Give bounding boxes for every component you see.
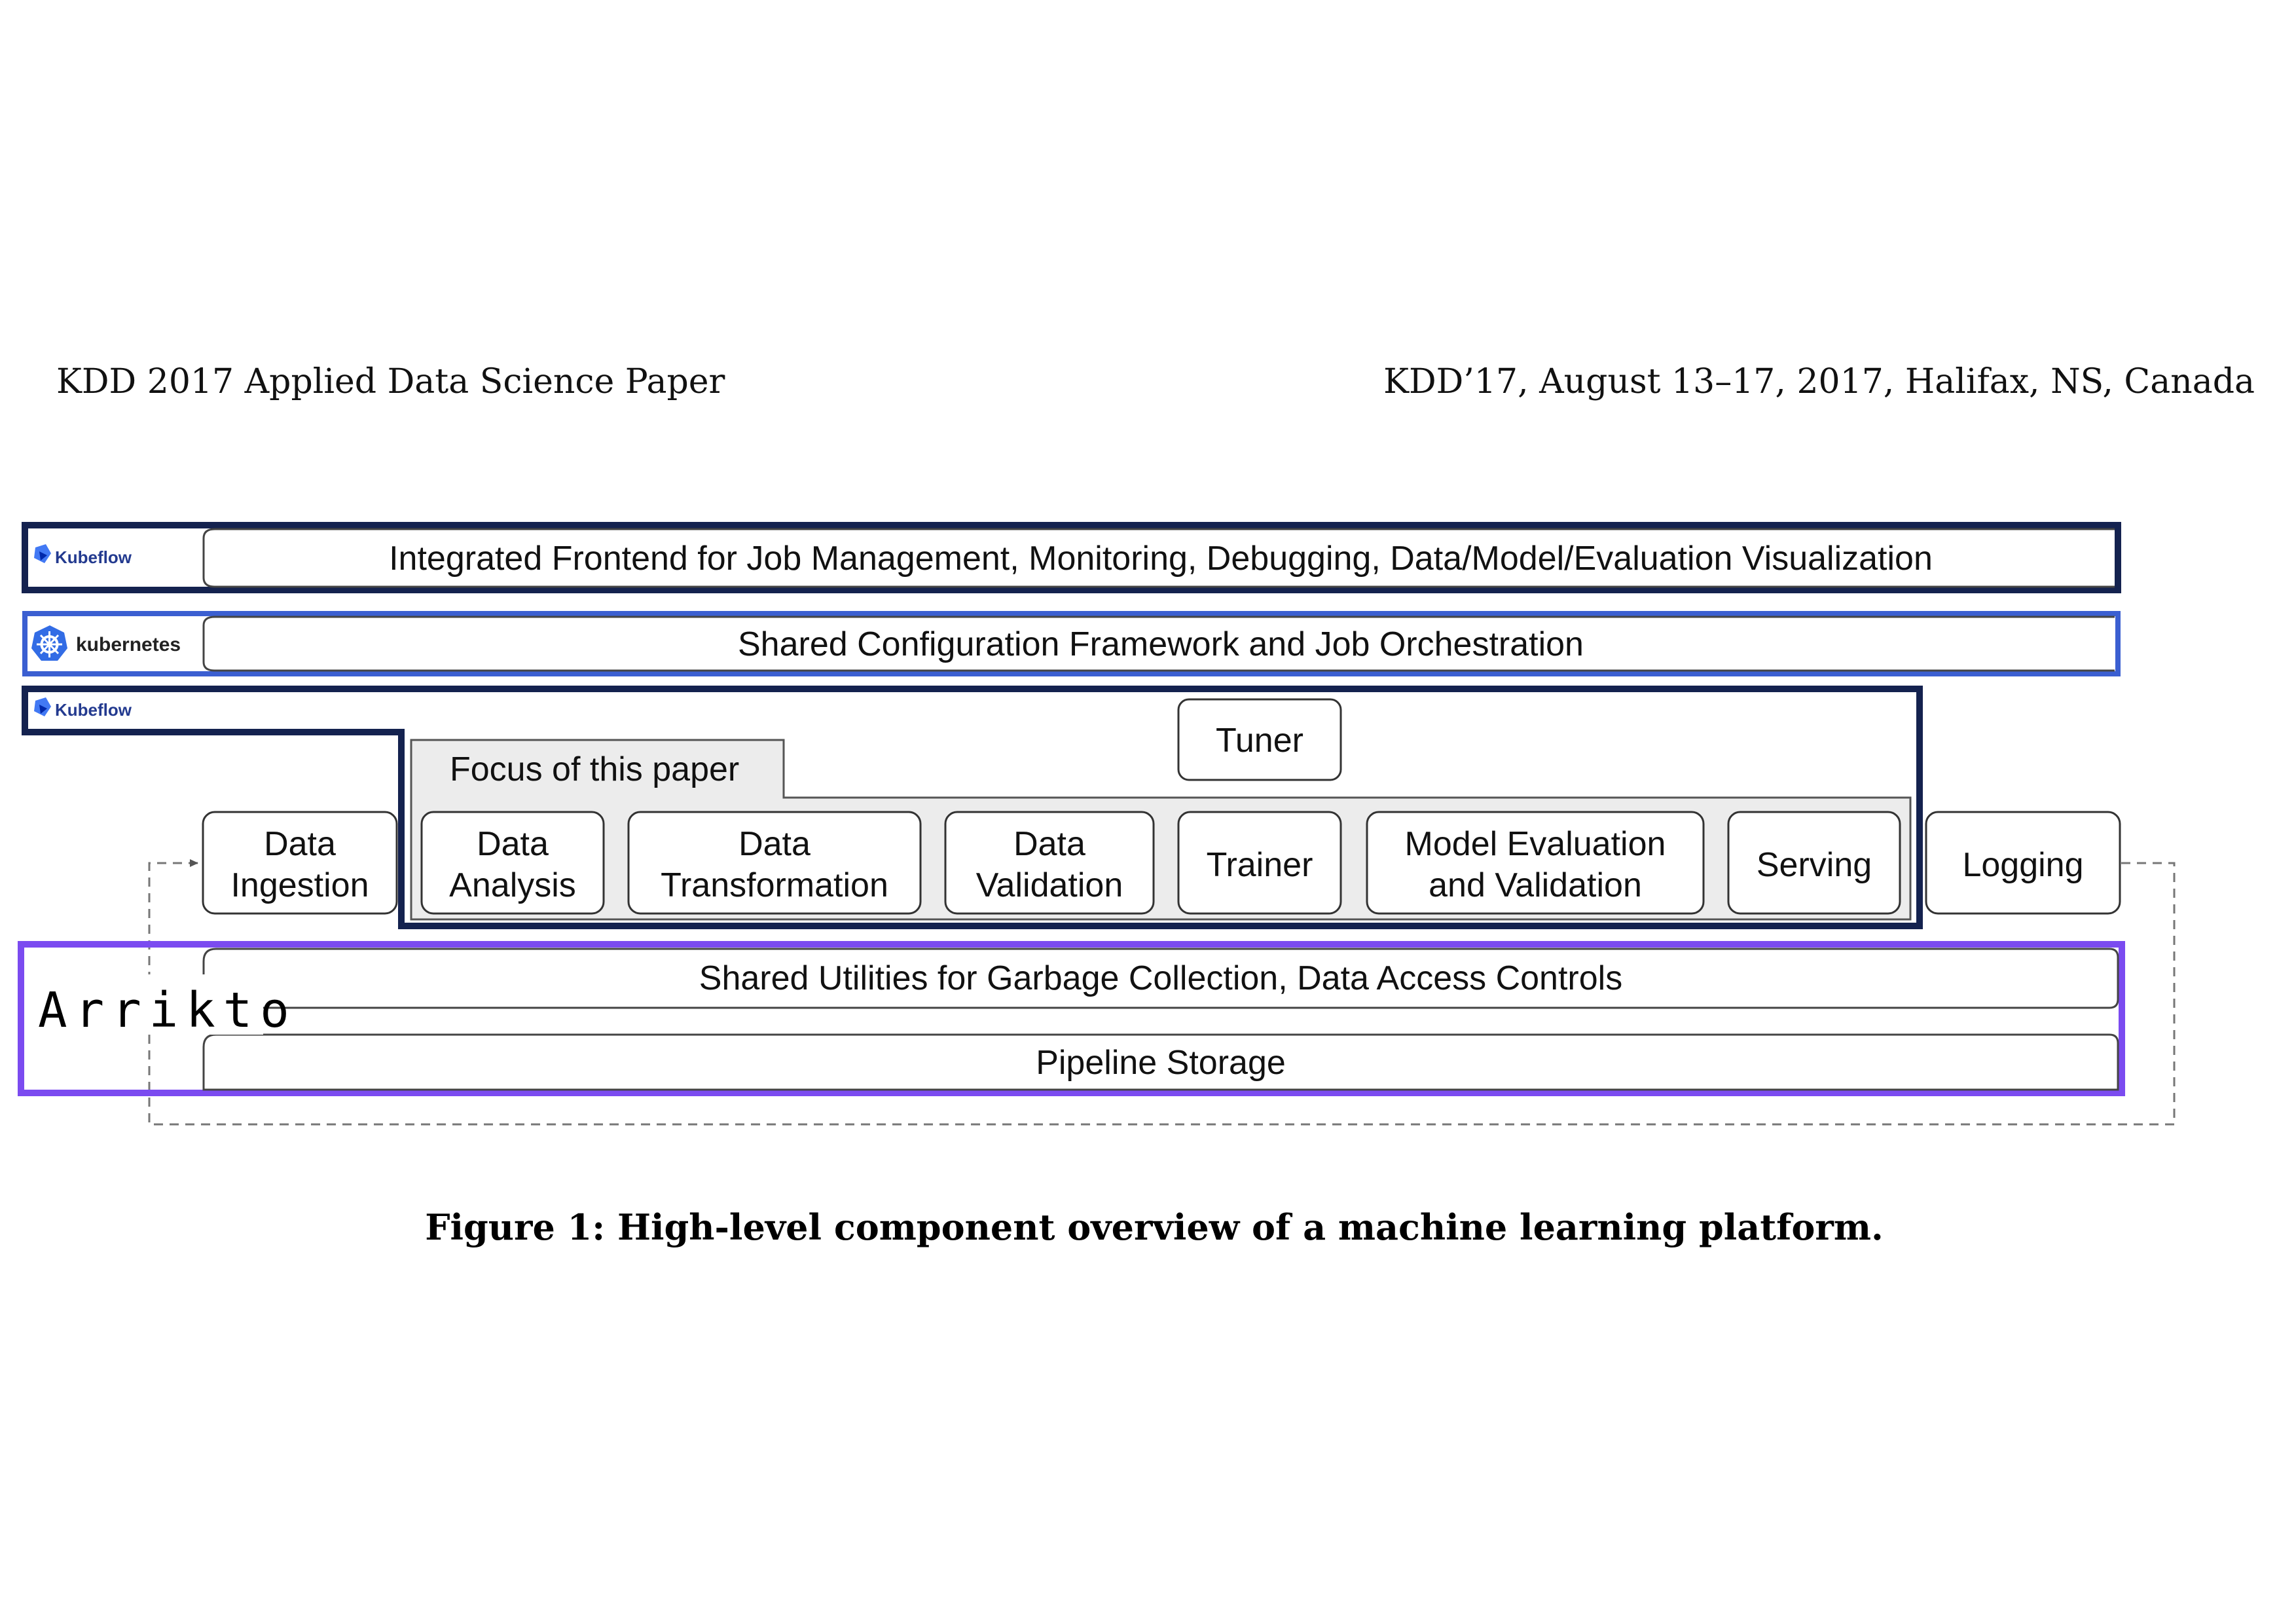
data-validation-label-line2: Validation <box>976 866 1123 904</box>
focus-label: Focus of this paper <box>450 750 739 788</box>
orchestration-layer-label: Shared Configuration Framework and Job O… <box>738 625 1584 663</box>
frontend-layer-label: Integrated Frontend for Job Management, … <box>389 540 1933 578</box>
pipeline-storage-label: Pipeline Storage <box>1036 1044 1286 1082</box>
model-evaluation-label-line2: and Validation <box>1429 866 1642 904</box>
serving-label: Serving <box>1757 846 1872 884</box>
data-validation-label-line1: Data <box>1013 825 1085 863</box>
orchestration-layer: kubernetes Shared Configuration Framewor… <box>22 611 2121 676</box>
kubernetes-label: kubernetes <box>76 634 181 655</box>
data-ingestion-label-line1: Data <box>264 825 336 863</box>
kubeflow-icon <box>34 697 51 716</box>
kubeflow-label: Kubeflow <box>55 700 132 720</box>
logging-box: Logging <box>1925 811 2121 915</box>
data-ingestion-label-line2: Ingestion <box>230 866 369 904</box>
tuner-label: Tuner <box>1216 722 1303 760</box>
feedback-loop-arrow <box>148 859 2176 1126</box>
data-validation-box: Data Validation <box>944 811 1155 915</box>
running-header-right: KDD’17, August 13–17, 2017, Halifax, NS,… <box>1383 362 2255 401</box>
arrikto-layer: Shared Utilities for Garbage Collection,… <box>18 941 2125 1096</box>
arrikto-logo-background <box>33 974 263 1035</box>
data-analysis-label-line2: Analysis <box>449 866 576 904</box>
arrikto-logo: Arrikto <box>38 982 297 1039</box>
trainer-label: Trainer <box>1207 846 1313 884</box>
kubernetes-logo: kubernetes <box>31 625 181 661</box>
data-transformation-label-line1: Data <box>738 825 811 863</box>
data-analysis-label-line1: Data <box>477 825 549 863</box>
kubeflow-pipeline-container: Kubeflow <box>22 686 1923 929</box>
kubeflow-logo: Kubeflow <box>34 544 132 567</box>
trainer-box: Trainer <box>1177 811 1342 915</box>
kubernetes-icon <box>31 625 67 661</box>
serving-box: Serving <box>1727 811 1901 915</box>
frontend-layer: Kubeflow Integrated Frontend for Job Man… <box>22 522 2121 593</box>
data-ingestion-box: Data Ingestion <box>202 811 398 915</box>
kubeflow-icon <box>34 544 51 563</box>
data-transformation-label-line2: Transformation <box>661 866 888 904</box>
kubeflow-logo-secondary: Kubeflow <box>34 697 132 720</box>
shared-utilities-label: Shared Utilities for Garbage Collection,… <box>699 959 1622 997</box>
model-evaluation-label-line1: Model Evaluation <box>1405 825 1666 863</box>
model-evaluation-box: Model Evaluation and Validation <box>1366 811 1705 915</box>
data-analysis-box: Data Analysis <box>420 811 605 915</box>
kubeflow-label: Kubeflow <box>55 547 132 567</box>
logging-label: Logging <box>1962 846 2083 884</box>
figure-caption: Figure 1: High-level component overview … <box>425 1206 1884 1248</box>
data-transformation-box: Data Transformation <box>627 811 922 915</box>
running-header-left: KDD 2017 Applied Data Science Paper <box>56 362 725 401</box>
tuner-box: Tuner <box>1177 698 1342 781</box>
shared-utilities-box: Shared Utilities for Garbage Collection,… <box>202 948 2119 1009</box>
pipeline-storage-box: Pipeline Storage <box>202 1033 2119 1091</box>
